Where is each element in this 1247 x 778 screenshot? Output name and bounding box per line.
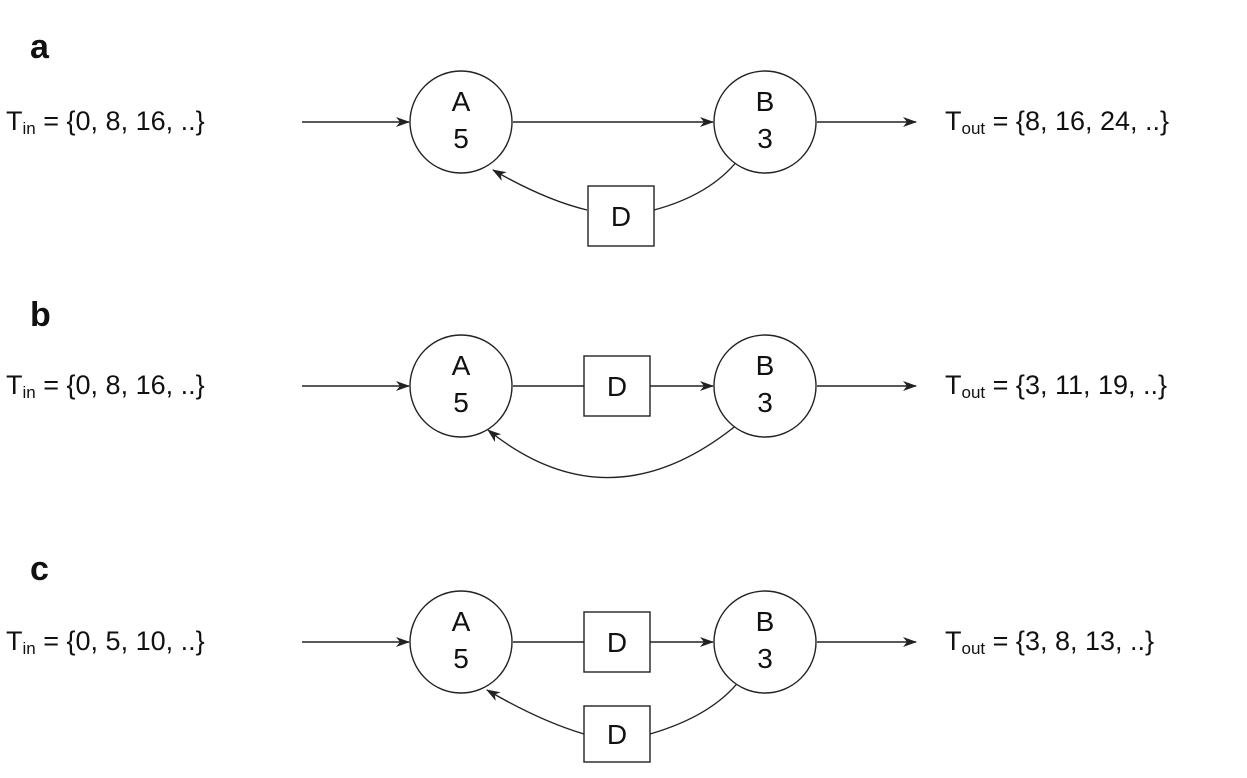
feedback-delay-label: D bbox=[607, 719, 627, 750]
actor-a-name: A bbox=[452, 86, 471, 117]
actor-a-time: 5 bbox=[453, 123, 469, 154]
actor-b-name: B bbox=[756, 86, 775, 117]
input-sequence: Tin = {0, 5, 10, ..} bbox=[6, 626, 205, 658]
panel-label: c bbox=[30, 550, 49, 588]
panel-b: b Tin = {0, 8, 16, ..} Tout = {3, 11, 19… bbox=[0, 258, 1247, 508]
input-sequence: Tin = {0, 8, 16, ..} bbox=[6, 106, 205, 138]
actor-b-time: 3 bbox=[757, 643, 773, 674]
dataflow-graph: A 5 B 3 D bbox=[302, 70, 917, 247]
feedback-delay-label: D bbox=[611, 201, 631, 232]
feedback-delay-box bbox=[583, 705, 651, 763]
actor-b-node bbox=[713, 590, 817, 694]
output-sequence: Tout = {3, 8, 13, ..} bbox=[945, 626, 1155, 658]
input-sequence: Tin = {0, 8, 16, ..} bbox=[6, 370, 205, 402]
panel-label: a bbox=[30, 28, 49, 66]
actor-b-node bbox=[713, 70, 817, 174]
forward-delay-label: D bbox=[607, 627, 627, 658]
forward-delay-box bbox=[583, 355, 651, 417]
actor-b-time: 3 bbox=[757, 387, 773, 418]
panel-c: c Tin = {0, 5, 10, ..} Tout = {3, 8, 13,… bbox=[0, 516, 1247, 766]
actor-a-name: A bbox=[452, 606, 471, 637]
panel-a: a Tin = {0, 8, 16, ..} Tout = {8, 16, 24… bbox=[0, 0, 1247, 250]
forward-delay-box bbox=[583, 611, 651, 673]
actor-a-node bbox=[409, 334, 513, 438]
actor-b-name: B bbox=[756, 350, 775, 381]
feedback-edge-from-b bbox=[653, 159, 739, 211]
actor-b-time: 3 bbox=[757, 123, 773, 154]
feedback-edge-to-a bbox=[486, 689, 585, 735]
actor-b-name: B bbox=[756, 606, 775, 637]
feedback-edge-to-a bbox=[492, 169, 588, 211]
output-sequence: Tout = {3, 11, 19, ..} bbox=[945, 370, 1168, 402]
actor-b-node bbox=[713, 334, 817, 438]
dataflow-graph: A 5 B 3 D bbox=[302, 334, 917, 479]
actor-a-time: 5 bbox=[453, 643, 469, 674]
feedback-edge bbox=[487, 423, 739, 479]
actor-a-node bbox=[409, 70, 513, 174]
actor-a-node bbox=[409, 590, 513, 694]
output-sequence: Tout = {8, 16, 24, ..} bbox=[945, 106, 1170, 138]
feedback-edge-from-b bbox=[649, 679, 741, 735]
actor-a-time: 5 bbox=[453, 387, 469, 418]
panel-label: b bbox=[30, 296, 51, 334]
dataflow-graph: A 5 B 3 D D bbox=[302, 590, 917, 763]
actor-a-name: A bbox=[452, 350, 471, 381]
forward-delay-label: D bbox=[607, 371, 627, 402]
feedback-delay-box bbox=[587, 185, 655, 247]
